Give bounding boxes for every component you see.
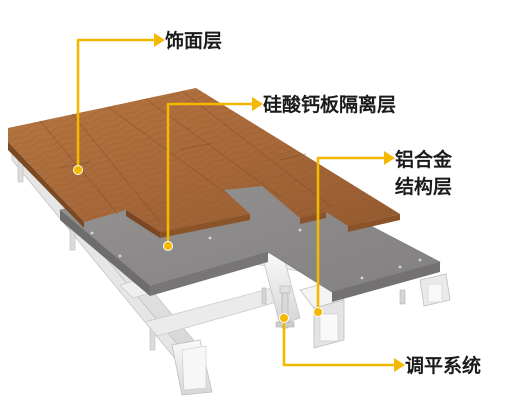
callout-finish-arrow (154, 33, 165, 47)
leveling-system-label: 调平系统 (405, 355, 482, 377)
frame-layer-label-line1: 铝合金 (395, 149, 453, 171)
finish-layer-label: 饰面层 (165, 30, 223, 52)
callout-frame-arrow (384, 151, 395, 165)
board-layer-label: 硅酸钙板隔离层 (263, 94, 397, 116)
callout-board-arrow (252, 97, 263, 111)
callout-finish-line (76, 38, 154, 170)
callout-leveling-line (282, 318, 394, 367)
callout-board-line (166, 102, 252, 246)
callout-frame-dot (313, 307, 323, 317)
callout-leveling-arrow (394, 358, 405, 372)
frame-layer-label-line2: 结构层 (395, 176, 453, 198)
frame-layer-label: 铝合金 结构层 (395, 147, 452, 201)
callout-arrowheads (154, 33, 405, 372)
wood-finish-layer (8, 88, 400, 238)
callout-board-dot (163, 241, 173, 251)
callout-leveling-dot (279, 313, 289, 323)
board-front-edge (60, 210, 150, 296)
callout-lines (76, 38, 394, 367)
callout-dots (73, 165, 323, 323)
callout-frame-line (316, 156, 384, 312)
callout-finish-dot (73, 165, 83, 175)
